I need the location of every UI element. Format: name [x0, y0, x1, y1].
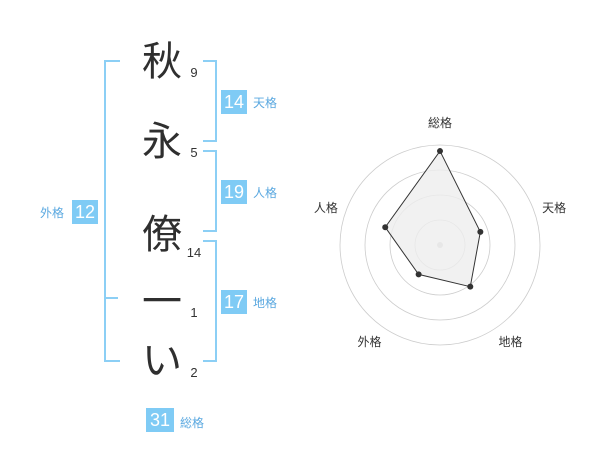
gaikaku-value: 12: [72, 200, 98, 224]
stroke-count-3: 14: [186, 245, 202, 260]
tenkaku-label: 天格: [253, 96, 278, 110]
tenkaku-bracket: [203, 60, 217, 142]
jinkaku-label: 人格: [253, 186, 278, 200]
radar-point-5: [382, 224, 389, 231]
radar-point-2: [477, 228, 484, 235]
radar-axis-label-1: 総格: [428, 115, 452, 130]
radar-axis-label-3: 地格: [499, 334, 523, 349]
stroke-count-5: 2: [190, 365, 198, 380]
stroke-count-2: 5: [190, 145, 198, 160]
chikaku-bracket: [203, 240, 217, 362]
soukaku-label: 総格: [180, 416, 205, 430]
radar-point-4: [415, 271, 422, 278]
outer-bracket: [104, 60, 120, 362]
name-char-2: 永: [142, 119, 182, 165]
radar-axis-label-5: 人格: [314, 200, 338, 215]
name-char-4: 一: [142, 279, 182, 325]
soukaku-value: 31: [146, 408, 174, 432]
chikaku-value: 17: [221, 290, 247, 314]
name-char-3: 僚: [142, 212, 182, 258]
jinkaku-bracket: [203, 150, 217, 232]
radar-series-polygon: [384, 150, 481, 288]
outer-bracket-mid-tick: [104, 297, 118, 299]
stroke-count-1: 9: [190, 65, 198, 80]
tenkaku-value: 14: [221, 90, 247, 114]
stroke-count-4: 1: [190, 305, 198, 320]
radar-axis-label-2: 天格: [542, 200, 566, 215]
radar-point-1: [437, 148, 443, 155]
radar-axis-label-4: 外格: [357, 334, 381, 349]
chikaku-label: 地格: [253, 296, 278, 310]
radar-point-3: [467, 283, 474, 290]
radar-ring: [339, 144, 541, 346]
gaikaku-label: 外格: [40, 206, 65, 220]
name-char-1: 秋: [142, 39, 182, 85]
name-char-5: い: [142, 338, 182, 384]
jinkaku-value: 19: [221, 180, 247, 204]
